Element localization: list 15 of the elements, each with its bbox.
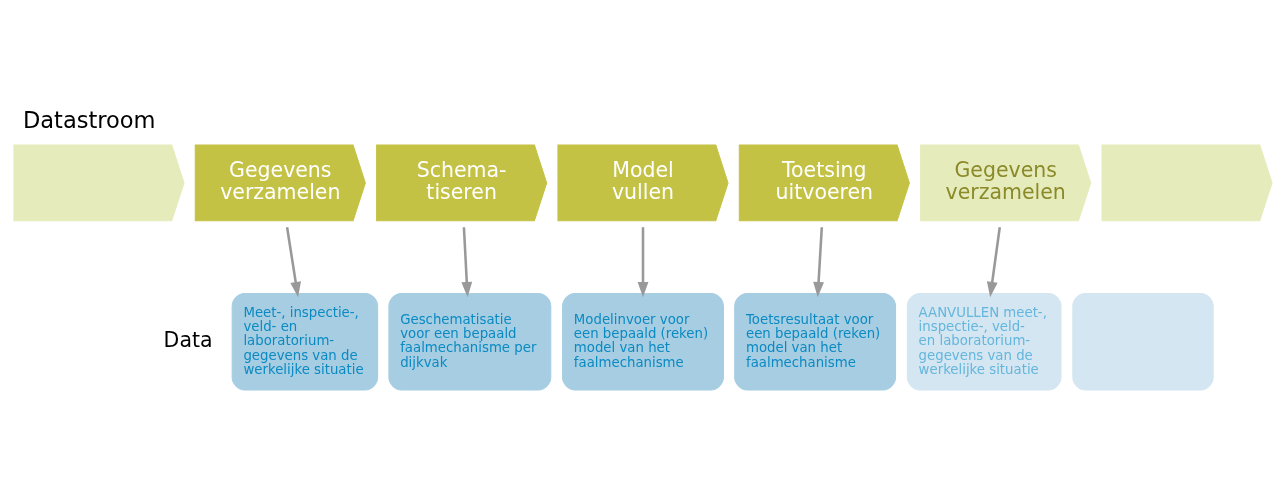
arrow [813,226,824,297]
node-box: Modelinvoer voor een bepaald (reken) model van het faalmechanisme [562,292,724,390]
node-chevron [1101,144,1273,221]
arrow [637,226,649,297]
node-box: AANVULLEN meet-, inspectie-, veld- en laboratorium- gegevens van de werkelijke situatie [906,292,1062,390]
diagram-title: Datastroom [22,106,156,133]
node-chevron [13,144,185,221]
arrow [986,226,1002,297]
node-box [1072,292,1214,390]
arrow [285,226,302,297]
label: Data [163,327,213,352]
node-box: Toetsresultaat voor een bepaald (reken) model van het faalmechanisme [734,292,897,390]
node-box: Meet-, inspectie-, veld- en laboratorium- gegevens van de werkelijke situatie [231,292,379,390]
node-box: Geschematisatie voor een bepaald faalmechanisme per dijkvak [388,292,552,390]
arrow [461,226,473,297]
